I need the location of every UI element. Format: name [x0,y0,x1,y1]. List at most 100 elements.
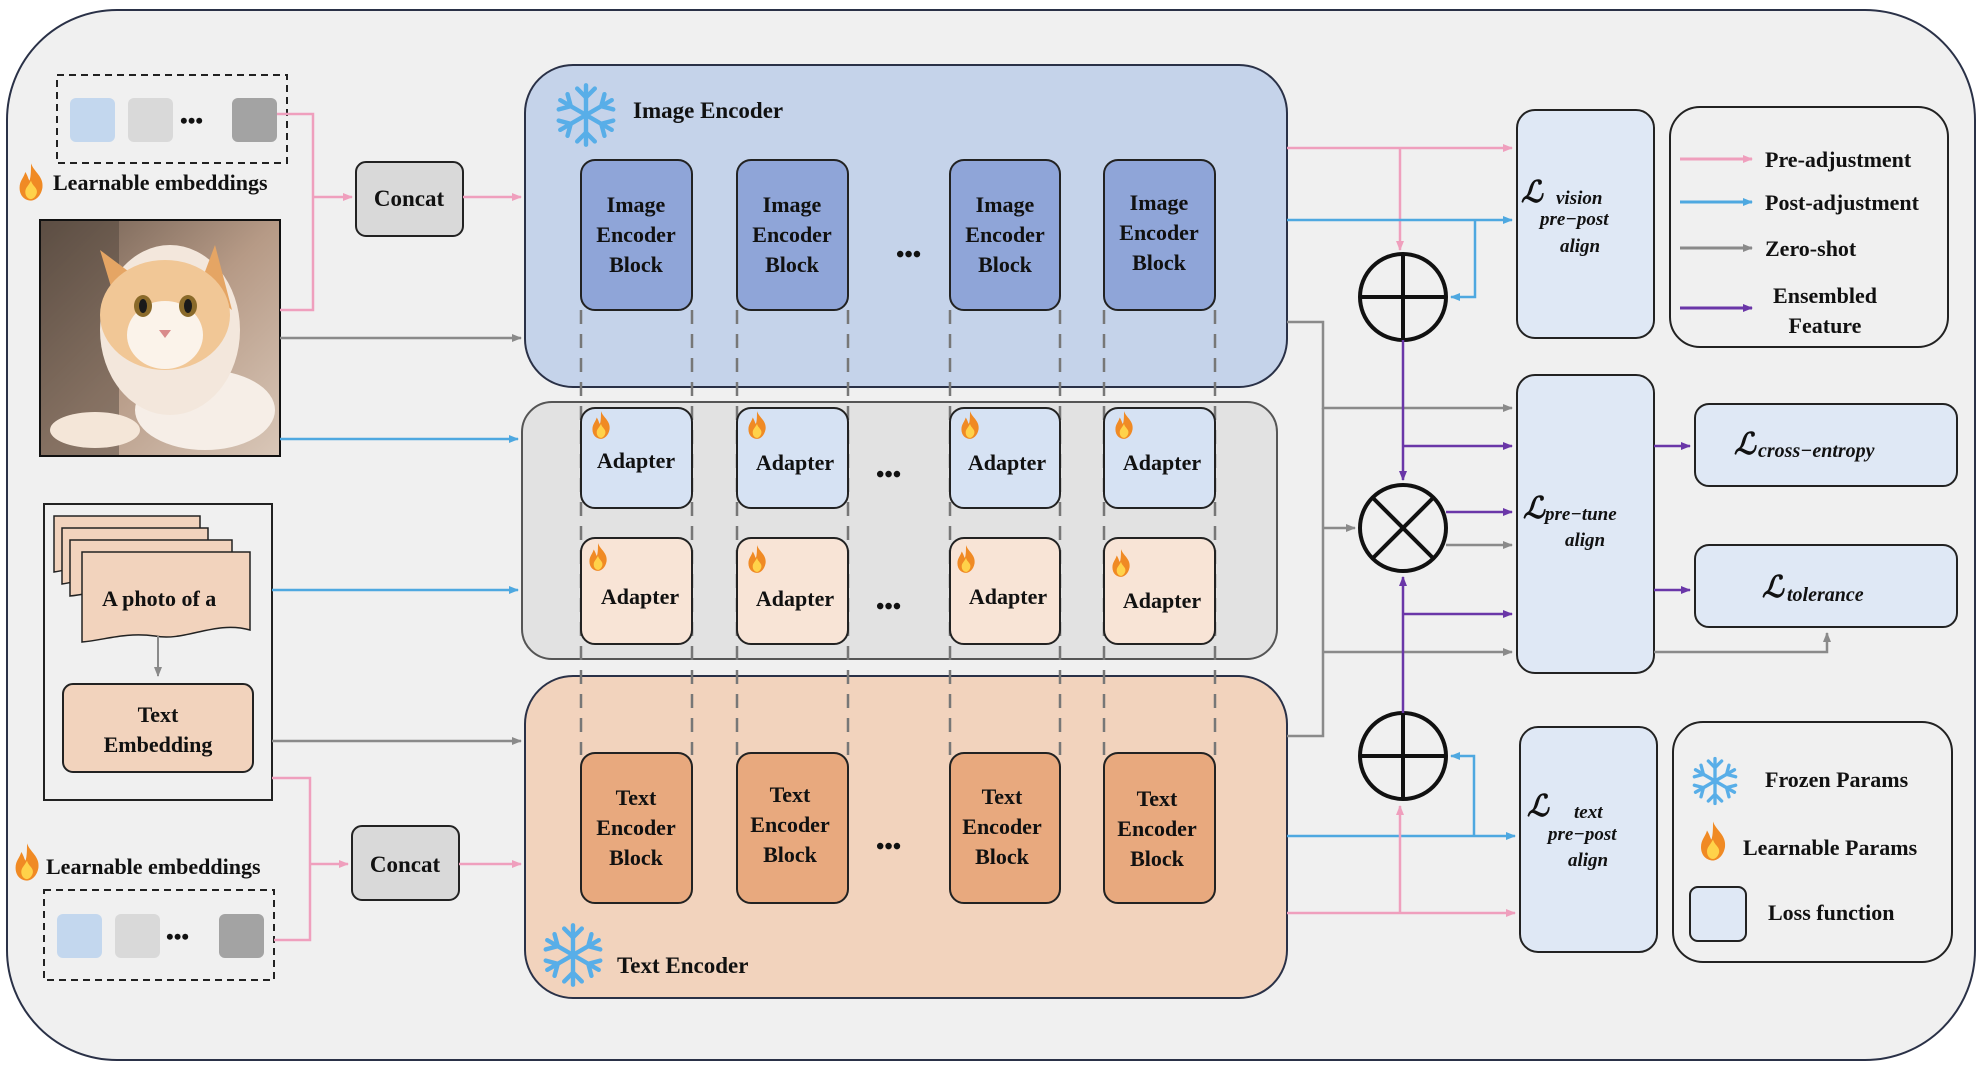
loss-tol-box [1694,544,1958,628]
svg-text:Block: Block [1132,250,1187,275]
embedding-token [128,98,173,142]
ellipsis: ••• [876,462,901,488]
svg-text:Adapter: Adapter [597,448,675,473]
svg-text:Adapter: Adapter [968,450,1046,475]
svg-text:Encoder: Encoder [962,814,1042,839]
legend-lines-box [1669,106,1949,348]
prompt-text: A photo of a [102,586,216,611]
text-encoder-block: Text Encoder Block [580,752,693,904]
output-arrows [1287,144,1831,917]
svg-text:Adapter: Adapter [1123,588,1201,613]
concat-label-bottom: Concat [370,852,441,877]
loss-text-sub2: pre−post [1546,824,1617,845]
learnable-embeddings-box-bottom [43,889,275,981]
svg-text:Adapter: Adapter [601,584,679,609]
concat-label-top: Concat [374,186,445,211]
svg-text:Block: Block [765,252,820,277]
svg-text:Encoder: Encoder [750,812,830,837]
ellipsis: ••• [876,594,901,620]
image-encoder-block: Image Encoder Block [949,159,1061,311]
ellipsis: ••• [896,242,921,268]
adapter-text: Adapter [580,537,693,645]
legend-zero-label: Zero-shot [1765,236,1857,261]
svg-text:Encoder: Encoder [965,222,1045,247]
svg-text:Image: Image [763,192,822,217]
circle-plus-icon [1358,252,1448,342]
loss-text-sub1: text [1574,802,1603,823]
loss-ce-sub: cross−entropy [1758,440,1875,462]
svg-text:Image: Image [607,192,666,217]
svg-text:Encoder: Encoder [1119,220,1199,245]
legend-learnable-label: Learnable Params [1743,835,1918,860]
loss-tol-sub: tolerance [1787,584,1864,606]
text-embedding-box [62,683,254,773]
loss-vision-sub2: pre−post [1538,209,1609,230]
svg-text:Adapter: Adapter [756,450,834,475]
ellipsis: ••• [180,108,203,133]
adapter-image: Adapter [580,407,693,509]
svg-text:Encoder: Encoder [1117,816,1197,841]
svg-text:Block: Block [609,252,664,277]
loss-pretune-sub2: align [1565,530,1605,551]
legend-loss-swatch [1689,886,1747,942]
loss-pretune-sub1: pre−tune [1543,504,1617,525]
adapter-text: Adapter [949,537,1061,645]
image-encoder-block: Image Encoder Block [736,159,849,311]
text-encoder-block: Text Encoder Block [736,752,849,904]
loss-vision-sub3: align [1560,236,1600,257]
svg-text:Encoder: Encoder [596,222,676,247]
loss-pretune-box [1516,374,1655,674]
svg-text:Adapter: Adapter [756,586,834,611]
text-encoder-block: Text Encoder Block [949,752,1061,904]
text-input-frame [43,503,273,801]
ellipsis: ••• [876,834,901,860]
legend-post-label: Post-adjustment [1765,190,1920,215]
legend-frozen-label: Frozen Params [1765,767,1909,792]
text-embedding-line2: Embedding [104,732,213,757]
svg-text:Block: Block [978,252,1033,277]
loss-ce-box [1694,403,1958,487]
svg-text:Text: Text [982,784,1023,809]
text-embedding-line1: Text [138,702,179,727]
image-encoder-panel [524,64,1288,388]
adapter-text: Adapter [736,537,849,645]
loss-ce-symbol: ℒ [1734,428,1757,461]
adapter-panel [521,401,1278,660]
learnable-embeddings-box-top [56,74,288,164]
ellipsis: ••• [166,924,189,949]
input-arrows [272,112,522,942]
svg-text:Image: Image [976,192,1035,217]
svg-text:Image: Image [1130,190,1189,215]
text-encoder-title: Text Encoder [617,953,748,978]
legend-ensembled-label-2: Feature [1789,313,1862,338]
circle-times-icon [1358,483,1448,573]
image-encoder-block: Image Encoder Block [580,159,693,311]
loss-pretune-symbol: ℒ [1523,492,1546,525]
svg-text:Text: Text [616,785,657,810]
prompt-template [81,551,251,643]
embedding-token [57,914,102,958]
adapter-image: Adapter [736,407,849,509]
legend-ensembled-label-1: Ensembled [1773,283,1877,308]
loss-text-box [1519,726,1658,953]
svg-text:Block: Block [1130,846,1185,871]
svg-text:Block: Block [763,842,818,867]
loss-text-sub3: align [1568,850,1608,871]
loss-vision-symbol: ℒ [1521,176,1544,209]
svg-text:Adapter: Adapter [1123,450,1201,475]
text-encoder-block: Text Encoder Block [1103,752,1216,904]
circle-plus-icon [1358,711,1448,801]
embedding-token [219,914,264,958]
svg-text:Encoder: Encoder [596,815,676,840]
svg-text:Encoder: Encoder [752,222,832,247]
learnable-embeddings-label-bottom: Learnable embeddings [46,854,261,879]
loss-tol-symbol: ℒ [1762,571,1785,604]
svg-text:Block: Block [609,845,664,870]
svg-text:Adapter: Adapter [969,584,1047,609]
adapter-text: Adapter [1103,537,1216,645]
embedding-token [232,98,277,142]
cat-photo [39,219,281,457]
svg-text:Text: Text [1137,786,1178,811]
embedding-token [70,98,115,142]
